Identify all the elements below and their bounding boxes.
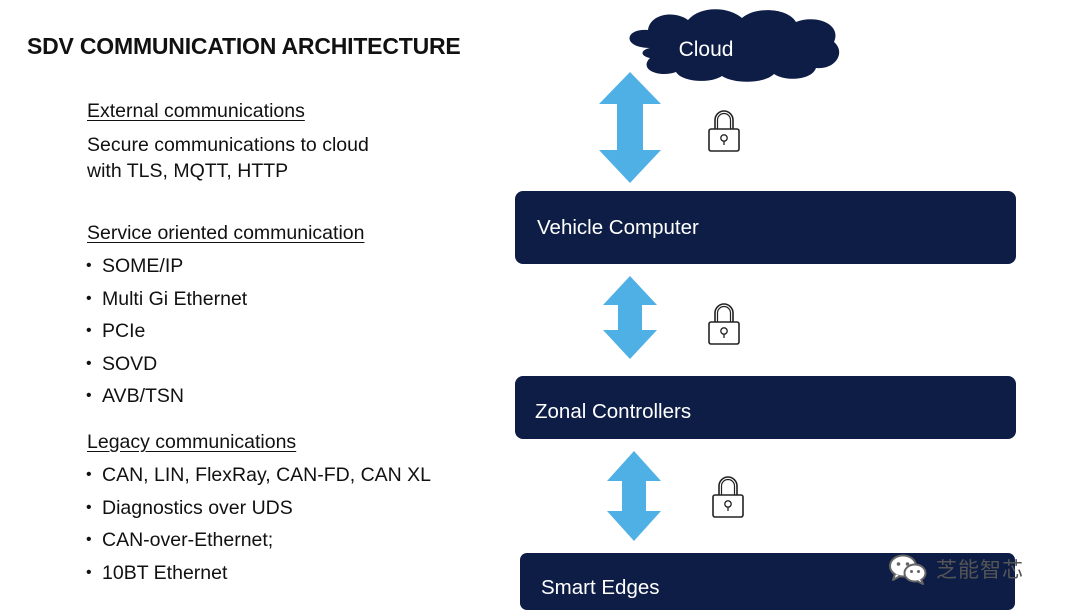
service-oriented-heading: Service oriented communication — [87, 222, 365, 244]
bullet-icon: • — [86, 354, 92, 372]
page-title: SDV COMMUNICATION ARCHITECTURE — [27, 33, 461, 59]
list-item: •PCIe — [86, 315, 247, 348]
service-oriented-list: •SOME/IP •Multi Gi Ethernet •PCIe •SOVD … — [86, 250, 247, 413]
list-item: •CAN, LIN, FlexRay, CAN-FD, CAN XL — [86, 459, 431, 492]
external-communications-heading: External communications — [87, 100, 305, 122]
list-item: •10BT Ethernet — [86, 557, 431, 590]
double-arrow-icon — [607, 451, 661, 541]
watermark-text: 芝能智芯 — [936, 558, 1024, 582]
external-communications-line-2: with TLS, MQTT, HTTP — [87, 160, 289, 182]
list-item: •CAN-over-Ethernet; — [86, 524, 431, 557]
list-item: •SOME/IP — [86, 250, 247, 283]
legacy-communications-list: •CAN, LIN, FlexRay, CAN-FD, CAN XL •Diag… — [86, 459, 431, 589]
bullet-icon: • — [86, 322, 92, 340]
padlock-icon — [708, 110, 740, 152]
padlock-icon — [712, 476, 744, 518]
bullet-icon: • — [86, 531, 92, 549]
zonal-controllers-box: Zonal Controllers — [515, 376, 1016, 439]
list-item: •AVB/TSN — [86, 380, 247, 413]
cloud-shape: Cloud — [629, 9, 840, 82]
bullet-icon: • — [86, 563, 92, 581]
list-item: •Diagnostics over UDS — [86, 492, 431, 525]
bullet-icon: • — [86, 289, 92, 307]
watermark: 芝能智芯 — [888, 552, 1024, 586]
wechat-icon — [889, 554, 927, 585]
bullet-icon: • — [86, 387, 92, 405]
vehicle-computer-label: Vehicle Computer — [537, 216, 699, 239]
padlock-icon — [708, 303, 740, 345]
list-item: •Multi Gi Ethernet — [86, 283, 247, 316]
zonal-controllers-label: Zonal Controllers — [535, 400, 691, 423]
legacy-communications-heading: Legacy communications — [87, 431, 297, 453]
vehicle-computer-box: Vehicle Computer — [515, 191, 1016, 264]
external-communications-text: Secure communications to cloud with TLS,… — [87, 132, 467, 184]
double-arrow-icon — [603, 276, 657, 359]
double-arrow-icon — [599, 72, 661, 183]
smart-edges-label: Smart Edges — [541, 576, 660, 599]
bullet-icon: • — [86, 257, 92, 274]
external-communications-line-1: Secure communications to cloud — [87, 134, 369, 156]
list-item: •SOVD — [86, 348, 247, 381]
bullet-icon: • — [86, 466, 92, 483]
cloud-label: Cloud — [679, 38, 734, 61]
bullet-icon: • — [86, 498, 92, 516]
